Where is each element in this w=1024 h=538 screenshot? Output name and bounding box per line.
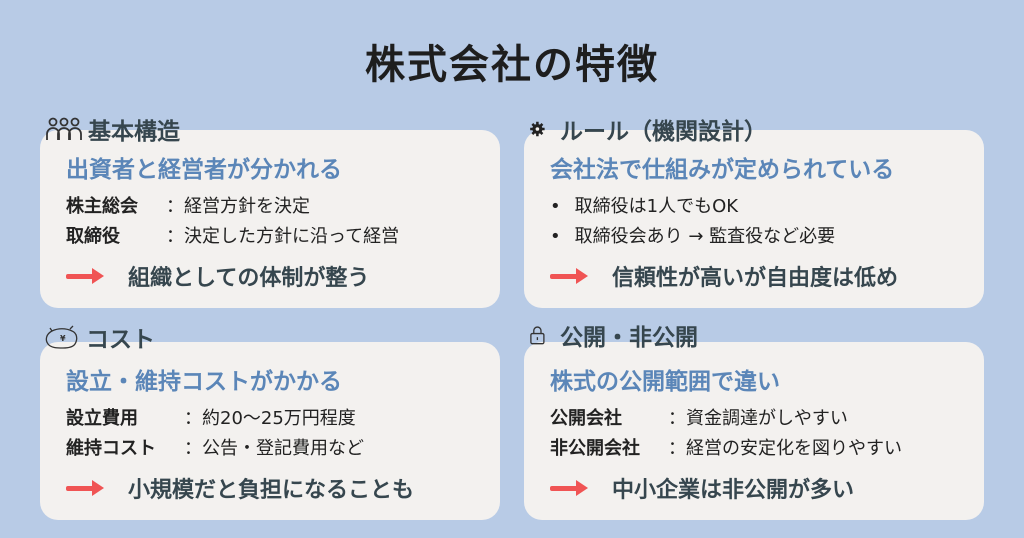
row: 維持コスト ：公告・登記費用など xyxy=(66,434,364,464)
row-key: 株主総会 xyxy=(66,196,138,217)
section-heading-label: 公開・非公開 xyxy=(560,325,698,351)
row: 公開会社 ：資金調達がしやすい xyxy=(550,404,902,434)
conclusion: 中小企業は非公開が多い xyxy=(612,478,855,503)
svg-text:¥: ¥ xyxy=(60,334,66,343)
lock-icon xyxy=(530,326,545,345)
row-key: 維持コスト xyxy=(66,438,156,459)
section-heading-structure: 基本構造 xyxy=(46,112,180,146)
conclusion: 小規模だと負担になることも xyxy=(128,478,415,503)
arrow-icon xyxy=(550,266,590,286)
section-heading-rules: ルール（機関設計） xyxy=(528,112,767,146)
row: 株主総会 ：経営方針を決定 xyxy=(66,192,399,222)
row-key: 設立費用 xyxy=(66,408,138,429)
row-value: ：約20〜25万円程度 xyxy=(184,408,356,429)
section-heading-label: コスト xyxy=(86,327,155,353)
card-rules: 会社法で仕組みが定められている 取締役は1人でもOK 取締役会あり → 監査役な… xyxy=(524,130,984,308)
row-value: ：経営方針を決定 xyxy=(166,196,310,217)
row-key: 公開会社 xyxy=(550,408,622,429)
row-key: 取締役 xyxy=(66,226,120,247)
row: 取締役 ：決定した方針に沿って経営 xyxy=(66,222,399,252)
arrow-icon xyxy=(550,478,590,498)
row-value: ：経営の安定化を図りやすい xyxy=(668,438,902,459)
row-value: ：資金調達がしやすい xyxy=(668,408,848,429)
card-subtitle: 出資者と経営者が分かれる xyxy=(66,157,342,183)
conclusion: 組織としての体制が整う xyxy=(128,266,370,291)
row: 非公開会社 ：経営の安定化を図りやすい xyxy=(550,434,902,464)
arrow-icon xyxy=(66,266,106,286)
card-subtitle: 株式の公開範囲で違い xyxy=(550,369,780,395)
row-key: 非公開会社 xyxy=(550,438,640,459)
section-heading-label: ルール（機関設計） xyxy=(560,119,767,145)
card-subtitle: 設立・維持コストがかかる xyxy=(66,369,342,395)
conclusion: 信頼性が高いが自由度は低め xyxy=(612,266,899,291)
card-public: 株式の公開範囲で違い 公開会社 ：資金調達がしやすい 非公開会社 ：経営の安定化を図… xyxy=(524,342,984,520)
page-title: 株式会社の特徴 xyxy=(365,42,659,88)
section-heading-label: 基本構造 xyxy=(88,119,180,145)
gear-icon xyxy=(530,121,545,137)
bullet-item: 取締役会あり → 監査役など必要 xyxy=(550,222,836,252)
row: 設立費用 ：約20〜25万円程度 xyxy=(66,404,364,434)
bullet-item: 取締役は1人でもOK xyxy=(550,192,835,222)
row-value: ：公告・登記費用など xyxy=(184,438,364,459)
section-heading-cost: ¥ コスト xyxy=(44,320,155,354)
people-icon xyxy=(46,117,82,140)
piggy-bank-icon: ¥ xyxy=(45,325,78,349)
section-heading-public: 公開・非公開 xyxy=(528,318,698,352)
card-cost: 設立・維持コストがかかる 設立費用 ：約20〜25万円程度 維持コスト ：公告・登記… xyxy=(40,342,500,520)
arrow-icon xyxy=(66,478,106,498)
card-structure: 出資者と経営者が分かれる 株主総会 ：経営方針を決定 取締役 ：決定した方針に沿って… xyxy=(40,130,500,308)
card-subtitle: 会社法で仕組みが定められている xyxy=(550,157,895,183)
row-value: ：決定した方針に沿って経営 xyxy=(166,226,400,247)
